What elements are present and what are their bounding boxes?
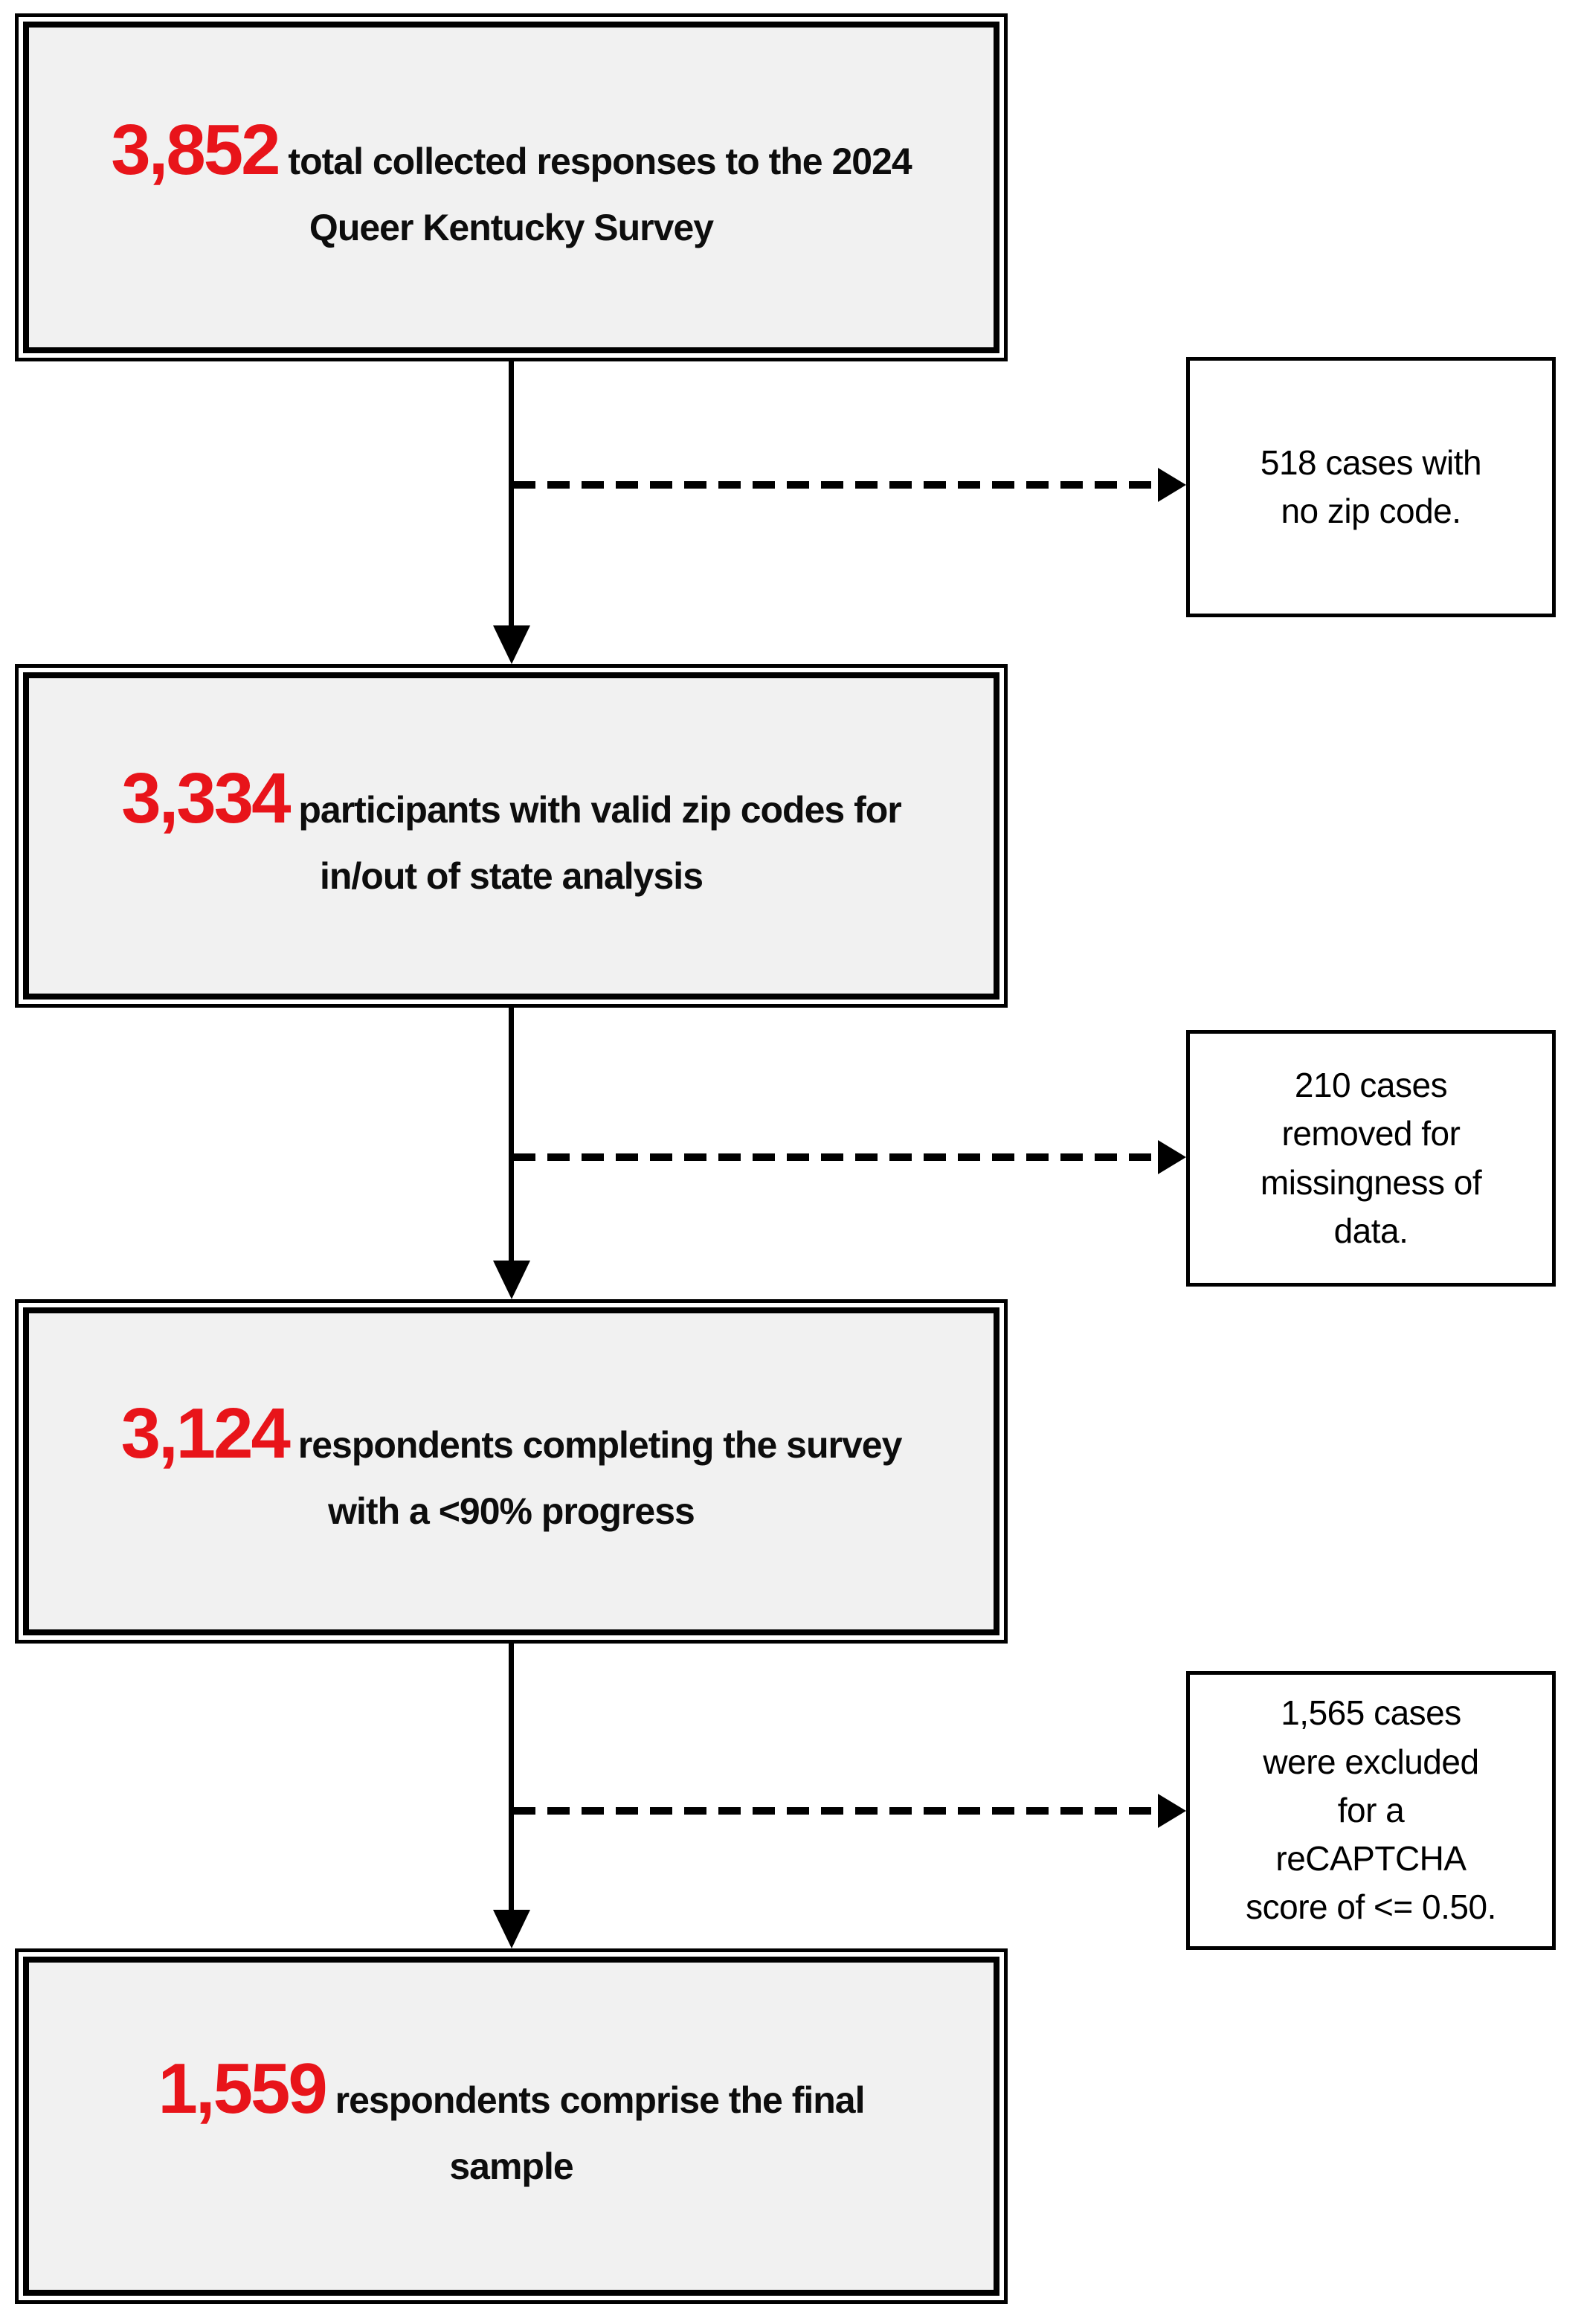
exclusion-arrow-2-arrowhead-icon bbox=[1158, 1140, 1186, 1174]
down-arrow-1-line bbox=[509, 361, 514, 625]
flow-box-valid-zip-text: 3,334 participants with valid zip codes … bbox=[99, 762, 924, 910]
exclusion-arrow-3-arrowhead-icon bbox=[1158, 1794, 1186, 1828]
exclusion-arrow-3-dashed-line bbox=[513, 1807, 1158, 1815]
exclusion-box-missingness-text: 210 cases removed for missingness of dat… bbox=[1260, 1065, 1482, 1250]
down-arrow-2-arrowhead-icon bbox=[493, 1261, 530, 1299]
flow-box-total-responses-text: 3,852 total collected responses to the 2… bbox=[88, 114, 933, 261]
exclusion-arrow-2-dashed-line bbox=[513, 1153, 1158, 1161]
exclusion-box-no-zip-text: 518 cases with no zip code. bbox=[1260, 442, 1482, 530]
label-total-responses: total collected responses to the 2024 Qu… bbox=[288, 140, 912, 248]
exclusion-box-missingness: 210 cases removed for missingness of dat… bbox=[1186, 1030, 1556, 1287]
exclusion-box-no-zip: 518 cases with no zip code. bbox=[1186, 357, 1556, 617]
exclusion-arrow-1-arrowhead-icon bbox=[1158, 468, 1186, 502]
down-arrow-3-line bbox=[509, 1644, 514, 1910]
count-valid-zip: 3,334 bbox=[121, 758, 291, 838]
exclusion-arrow-1-dashed-line bbox=[513, 481, 1158, 489]
flow-box-final-sample: 1,559 respondents comprise the final sam… bbox=[15, 1948, 1008, 2304]
down-arrow-2-line bbox=[509, 1008, 514, 1261]
flow-box-progress: 3,124 respondents completing the survey … bbox=[15, 1299, 1008, 1644]
label-progress: respondents completing the survey with a… bbox=[297, 1424, 903, 1532]
exclusion-box-recaptcha-text: 1,565 cases were excluded for a reCAPTCH… bbox=[1246, 1693, 1496, 1927]
flow-box-progress-text: 3,124 respondents completing the survey … bbox=[99, 1398, 924, 1545]
count-total-responses: 3,852 bbox=[111, 109, 280, 190]
flow-box-total-responses: 3,852 total collected responses to the 2… bbox=[15, 13, 1008, 361]
count-progress: 3,124 bbox=[120, 1394, 291, 1473]
count-final-sample: 1,559 bbox=[158, 2048, 328, 2128]
down-arrow-3-arrowhead-icon bbox=[493, 1910, 530, 1948]
down-arrow-1-arrowhead-icon bbox=[493, 625, 530, 664]
label-final-sample: respondents comprise the final sample bbox=[335, 2079, 866, 2187]
flow-box-progress-inner: 3,124 respondents completing the survey … bbox=[23, 1307, 999, 1635]
flow-box-valid-zip: 3,334 participants with valid zip codes … bbox=[15, 664, 1008, 1008]
flow-box-final-sample-text: 1,559 respondents comprise the final sam… bbox=[136, 2053, 887, 2200]
flow-box-total-responses-inner: 3,852 total collected responses to the 2… bbox=[23, 22, 999, 353]
label-valid-zip: participants with valid zip codes for in… bbox=[298, 788, 901, 897]
flow-box-valid-zip-inner: 3,334 participants with valid zip codes … bbox=[23, 672, 999, 1000]
flow-box-final-sample-inner: 1,559 respondents comprise the final sam… bbox=[23, 1957, 999, 2296]
exclusion-box-recaptcha: 1,565 cases were excluded for a reCAPTCH… bbox=[1186, 1671, 1556, 1950]
